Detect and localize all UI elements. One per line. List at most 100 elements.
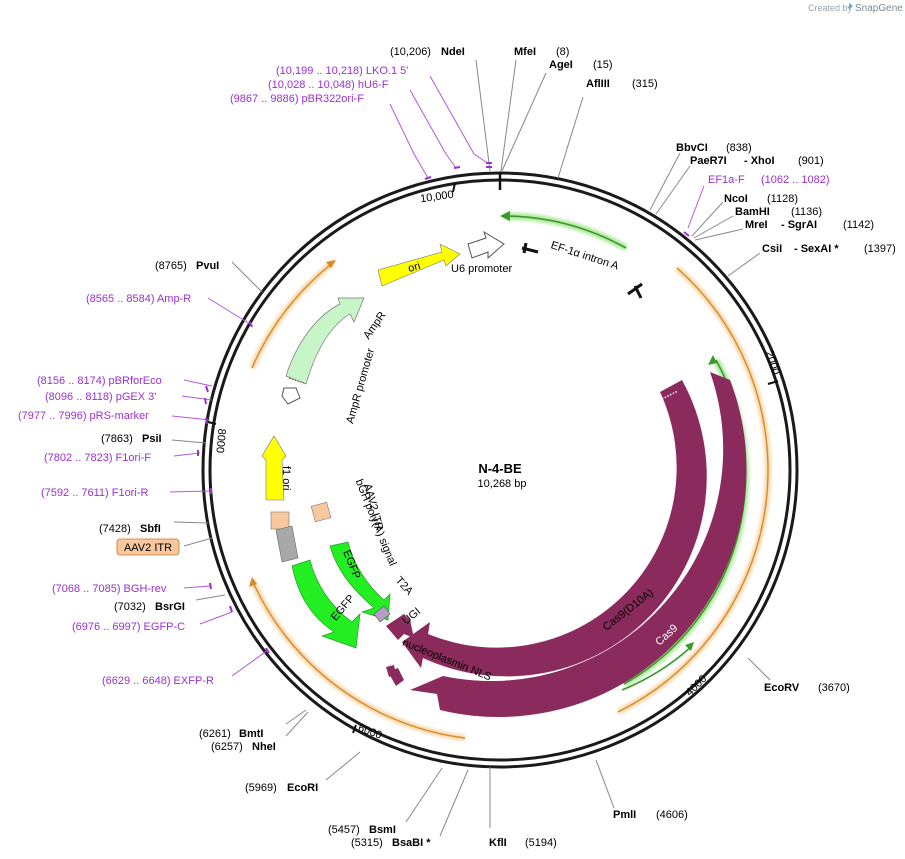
primer-mark-exfpr — [265, 647, 270, 654]
site-name-aflii: AflIII — [586, 78, 610, 90]
primer-mark-prs — [205, 417, 208, 425]
feature-ampr-label: AmpR — [361, 310, 388, 342]
site-name-csii: CsiI — [762, 243, 782, 255]
tick-marks — [207, 182, 779, 734]
leader-bmti — [285, 709, 307, 725]
site-extra-mrei: - SgrAI — [781, 219, 817, 231]
orange-arc-right — [617, 267, 769, 713]
site-name-ncoi: NcoI — [724, 193, 748, 205]
primer-label-prs: (7977 .. 7996) pRS-marker — [18, 410, 149, 422]
feature-ef1a-label: EF-1α intron A — [549, 239, 620, 272]
site-name-ecorv: EcoRV — [764, 682, 800, 694]
site-pos-bamhi: (1136) — [791, 206, 822, 218]
primer-mark-lko — [486, 162, 492, 168]
leader-primer-pbrforeco — [183, 379, 213, 387]
credit-created-by: Created by — [808, 3, 853, 13]
leader-aav2-itr-box — [183, 537, 213, 547]
leader-primer-bghrev — [183, 585, 211, 589]
site-pos-psii: (7863) — [101, 433, 133, 445]
site-pos-aflii: (315) — [632, 78, 658, 90]
ef1a-arc — [504, 215, 627, 249]
primer-label-lko: (10,199 .. 10,218) LKO.1 5' — [276, 65, 408, 77]
site-pos-nhei: (6257) — [211, 741, 243, 753]
site-name-ndei: NdeI — [441, 46, 465, 58]
site-name-ecori: EcoRI — [287, 782, 318, 794]
leader-mfei — [500, 59, 517, 172]
site-pos-paer7i: (901) — [798, 155, 824, 167]
leader-ecorv — [747, 657, 771, 681]
primer-label-f1orir: (7592 .. 7611) F1ori-R — [41, 487, 148, 499]
leader-primer-pbr322 — [389, 103, 429, 179]
cas9-arrow — [410, 372, 747, 718]
green-arrowhead-top — [708, 355, 717, 365]
tick-4000 — [683, 687, 691, 695]
leader-primer-prs — [171, 415, 211, 421]
leader-bsmi — [405, 767, 443, 823]
bgh-polya-block — [275, 525, 299, 563]
leader-csii — [727, 252, 761, 277]
green-arc-lower — [621, 645, 693, 691]
feature-ampr-promoter-label: AmpR promoter — [344, 347, 377, 425]
leader-primer-exfpr — [231, 649, 269, 677]
primer-mark-bghrev — [209, 582, 212, 590]
site-pos-agei: (15) — [593, 59, 613, 71]
primer-label-f1orif: (7802 .. 7823) F1ori-F — [44, 452, 151, 464]
site-name-bsmi: BsmI — [369, 824, 396, 836]
site-pos-ndei: (10,206) — [390, 46, 431, 58]
site-pos-bbvci: (838) — [726, 142, 752, 154]
plasmid-size: 10,268 bp — [478, 478, 527, 490]
tick-label-6000: 6000 — [356, 722, 383, 742]
tick-6000 — [352, 724, 357, 734]
site-pos-mfei: (8) — [556, 46, 569, 58]
site-name-mfei: MfeI — [514, 46, 536, 58]
site-leaders — [171, 59, 771, 837]
egfp-upper-arrow — [329, 541, 391, 621]
leader-primer-pgex — [181, 395, 213, 401]
site-pos-sbfi: (7428) — [99, 523, 131, 535]
orange-arrowhead-bottom — [249, 577, 257, 587]
primer-label-pbr322: (9867 .. 9886) pBR322ori-F — [230, 93, 364, 105]
site-pos-bsrgi: (7032) — [114, 601, 146, 613]
site-name-agei: AgeI — [549, 59, 573, 71]
leader-nhei — [285, 711, 309, 737]
orange-arc-left-glow — [249, 259, 336, 370]
site-pos-pvui: (8765) — [155, 260, 187, 272]
leader-paer7i — [655, 165, 691, 215]
site-name-kfli: KflI — [489, 837, 507, 849]
primer-mark-ef1af — [683, 231, 690, 237]
tick-label-2000: 2000 — [763, 350, 782, 377]
nls-small-arrow — [386, 665, 396, 677]
tick-8000 — [207, 421, 217, 425]
leader-primer-ampr — [207, 297, 251, 325]
feature-f1ori-label: f1 ori — [280, 466, 292, 490]
aav2-itr-feature-box-label: AAV2 ITR — [124, 542, 172, 554]
feature-ori-label: ori — [407, 260, 422, 275]
t2a-block — [373, 605, 391, 623]
site-name-bsabi: BsaBI * — [392, 837, 431, 849]
ori-arrow — [377, 243, 461, 287]
site-name-pvui: PvuI — [196, 260, 219, 272]
leader-ndei — [475, 59, 491, 172]
primer-label-exfpr: (6629 .. 6648) EXFP-R — [102, 675, 214, 687]
leader-primer-lko — [429, 75, 490, 165]
primer-label-pbrforeco: (8156 .. 8174) pBRforEco — [37, 375, 162, 387]
egfp-lower-arrow — [291, 559, 361, 649]
site-pos-pmli: (4606) — [656, 809, 688, 821]
site-pos-csii: (1397) — [864, 243, 896, 255]
site-pos-ncoi: (1128) — [767, 193, 798, 205]
site-name-sbfi: SbfI — [140, 523, 161, 535]
primer-mark-pgex — [204, 397, 207, 405]
green-arrowhead-lower — [685, 642, 694, 651]
site-name-nhei: NheI — [252, 741, 276, 753]
feature-t2a-label: T2A — [393, 575, 416, 599]
site-pos-bsabi: (5315) — [351, 837, 383, 849]
ampr-arrow — [285, 297, 365, 385]
site-pos-ecori: (5969) — [245, 782, 277, 794]
leader-bamhi — [693, 215, 734, 239]
primer-mark-pbrforeco — [205, 385, 209, 393]
primer-mark-egfpc — [229, 605, 233, 613]
leader-primer-f1orir — [169, 490, 211, 493]
ampr-dotted-end — [288, 377, 305, 384]
feature-u6-label: U6 promoter — [451, 263, 512, 275]
